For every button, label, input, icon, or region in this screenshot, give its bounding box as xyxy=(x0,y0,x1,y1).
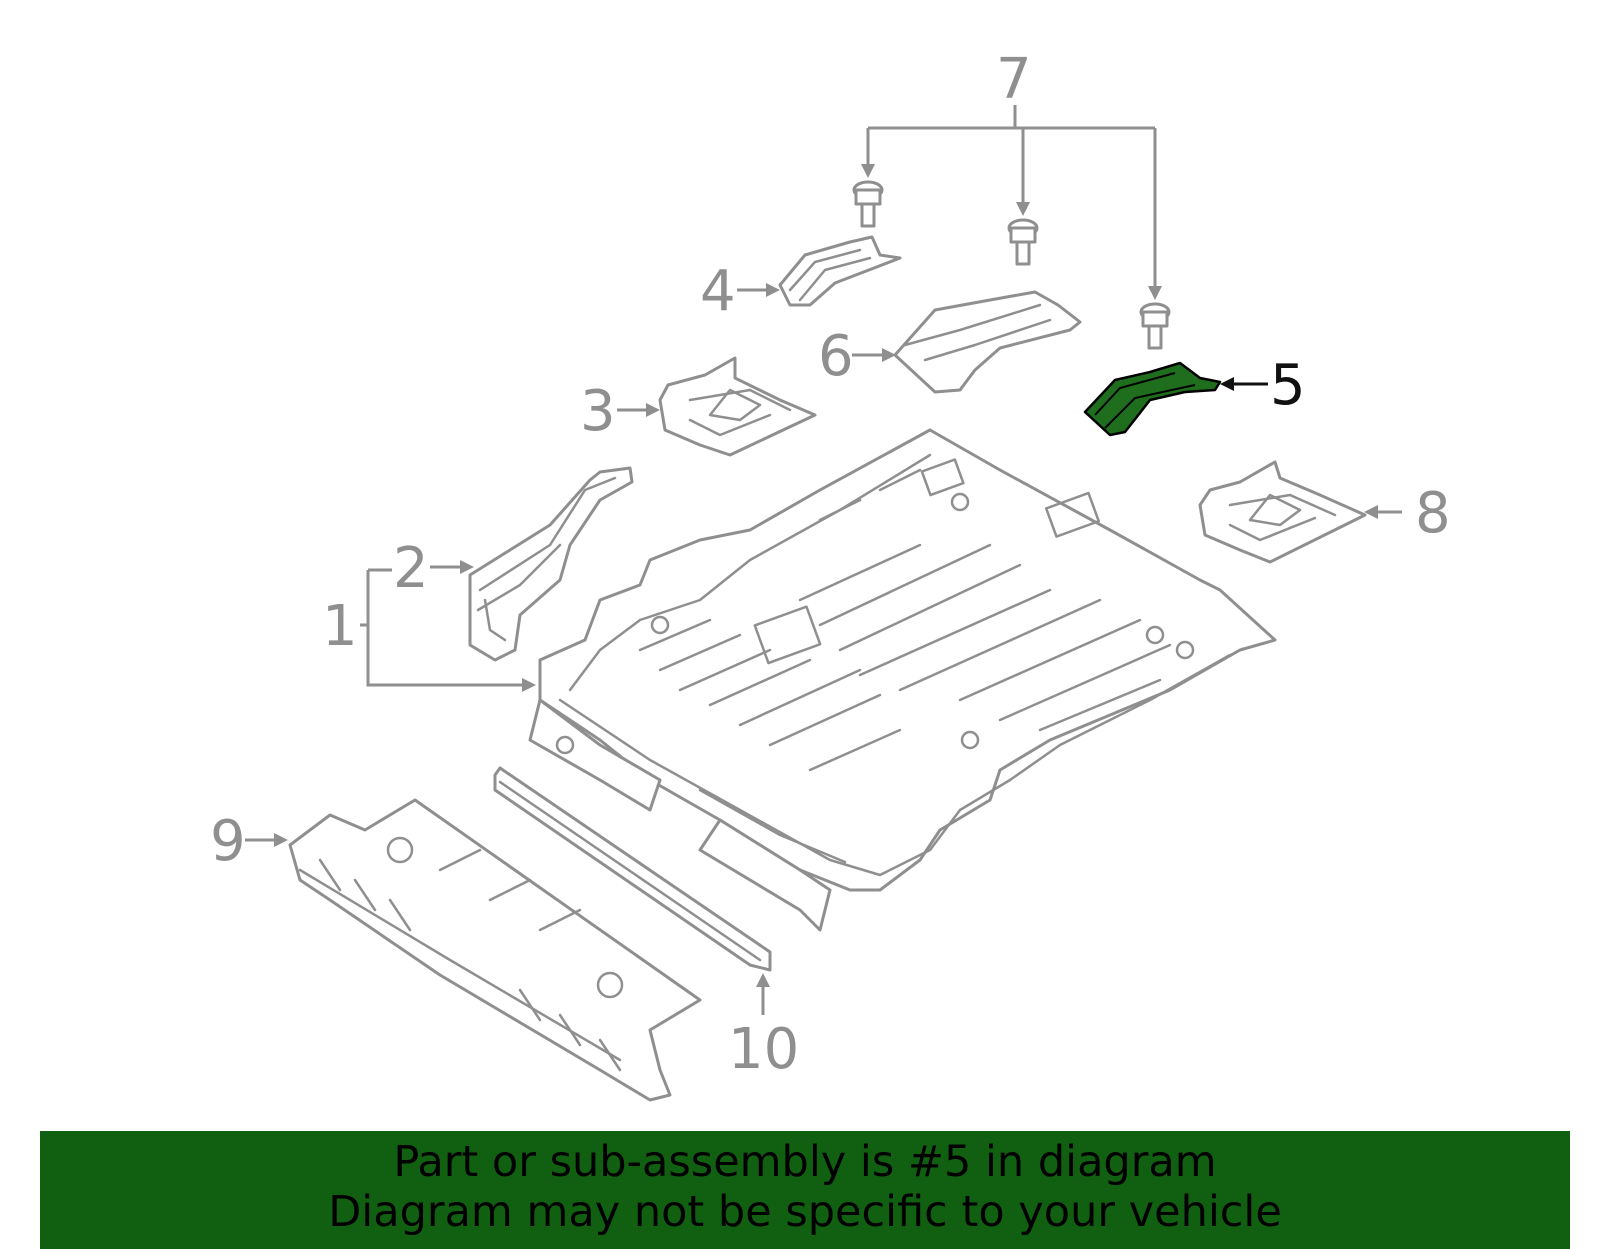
callout-6: 6 xyxy=(818,324,854,389)
part-9-cross-member[interactable] xyxy=(288,798,702,1102)
part-5-highlighted[interactable] xyxy=(1083,361,1222,437)
callout-10: 10 xyxy=(728,1017,799,1082)
part-7-bolt-2[interactable] xyxy=(1007,218,1039,266)
part-4-bracket[interactable] xyxy=(778,235,902,307)
callout-2: 2 xyxy=(393,536,429,601)
leader-lines xyxy=(245,105,1402,1015)
callout-1: 1 xyxy=(322,594,358,659)
callout-7: 7 xyxy=(996,47,1032,112)
banner-line-disclaimer: Diagram may not be specific to your vehi… xyxy=(328,1187,1282,1237)
part-7-bolt-3[interactable] xyxy=(1139,302,1171,350)
callout-5: 5 xyxy=(1270,353,1306,418)
part-8-bracket[interactable] xyxy=(1198,460,1367,564)
callout-8: 8 xyxy=(1415,481,1451,546)
callout-4: 4 xyxy=(700,259,736,324)
part-2-side-rail[interactable] xyxy=(468,466,634,662)
part-7-bolt-1[interactable] xyxy=(852,180,884,228)
callout-9: 9 xyxy=(210,809,246,874)
part-1-floor-pan[interactable] xyxy=(528,428,1277,932)
part-10-strip[interactable] xyxy=(493,766,772,972)
info-banner: Part or sub-assembly is #5 in diagram Di… xyxy=(40,1131,1570,1249)
callout-3: 3 xyxy=(580,379,616,444)
part-6-reinforcement[interactable] xyxy=(893,290,1082,394)
part-3-bracket[interactable] xyxy=(658,356,817,457)
banner-line-part: Part or sub-assembly is #5 in diagram xyxy=(393,1137,1217,1187)
